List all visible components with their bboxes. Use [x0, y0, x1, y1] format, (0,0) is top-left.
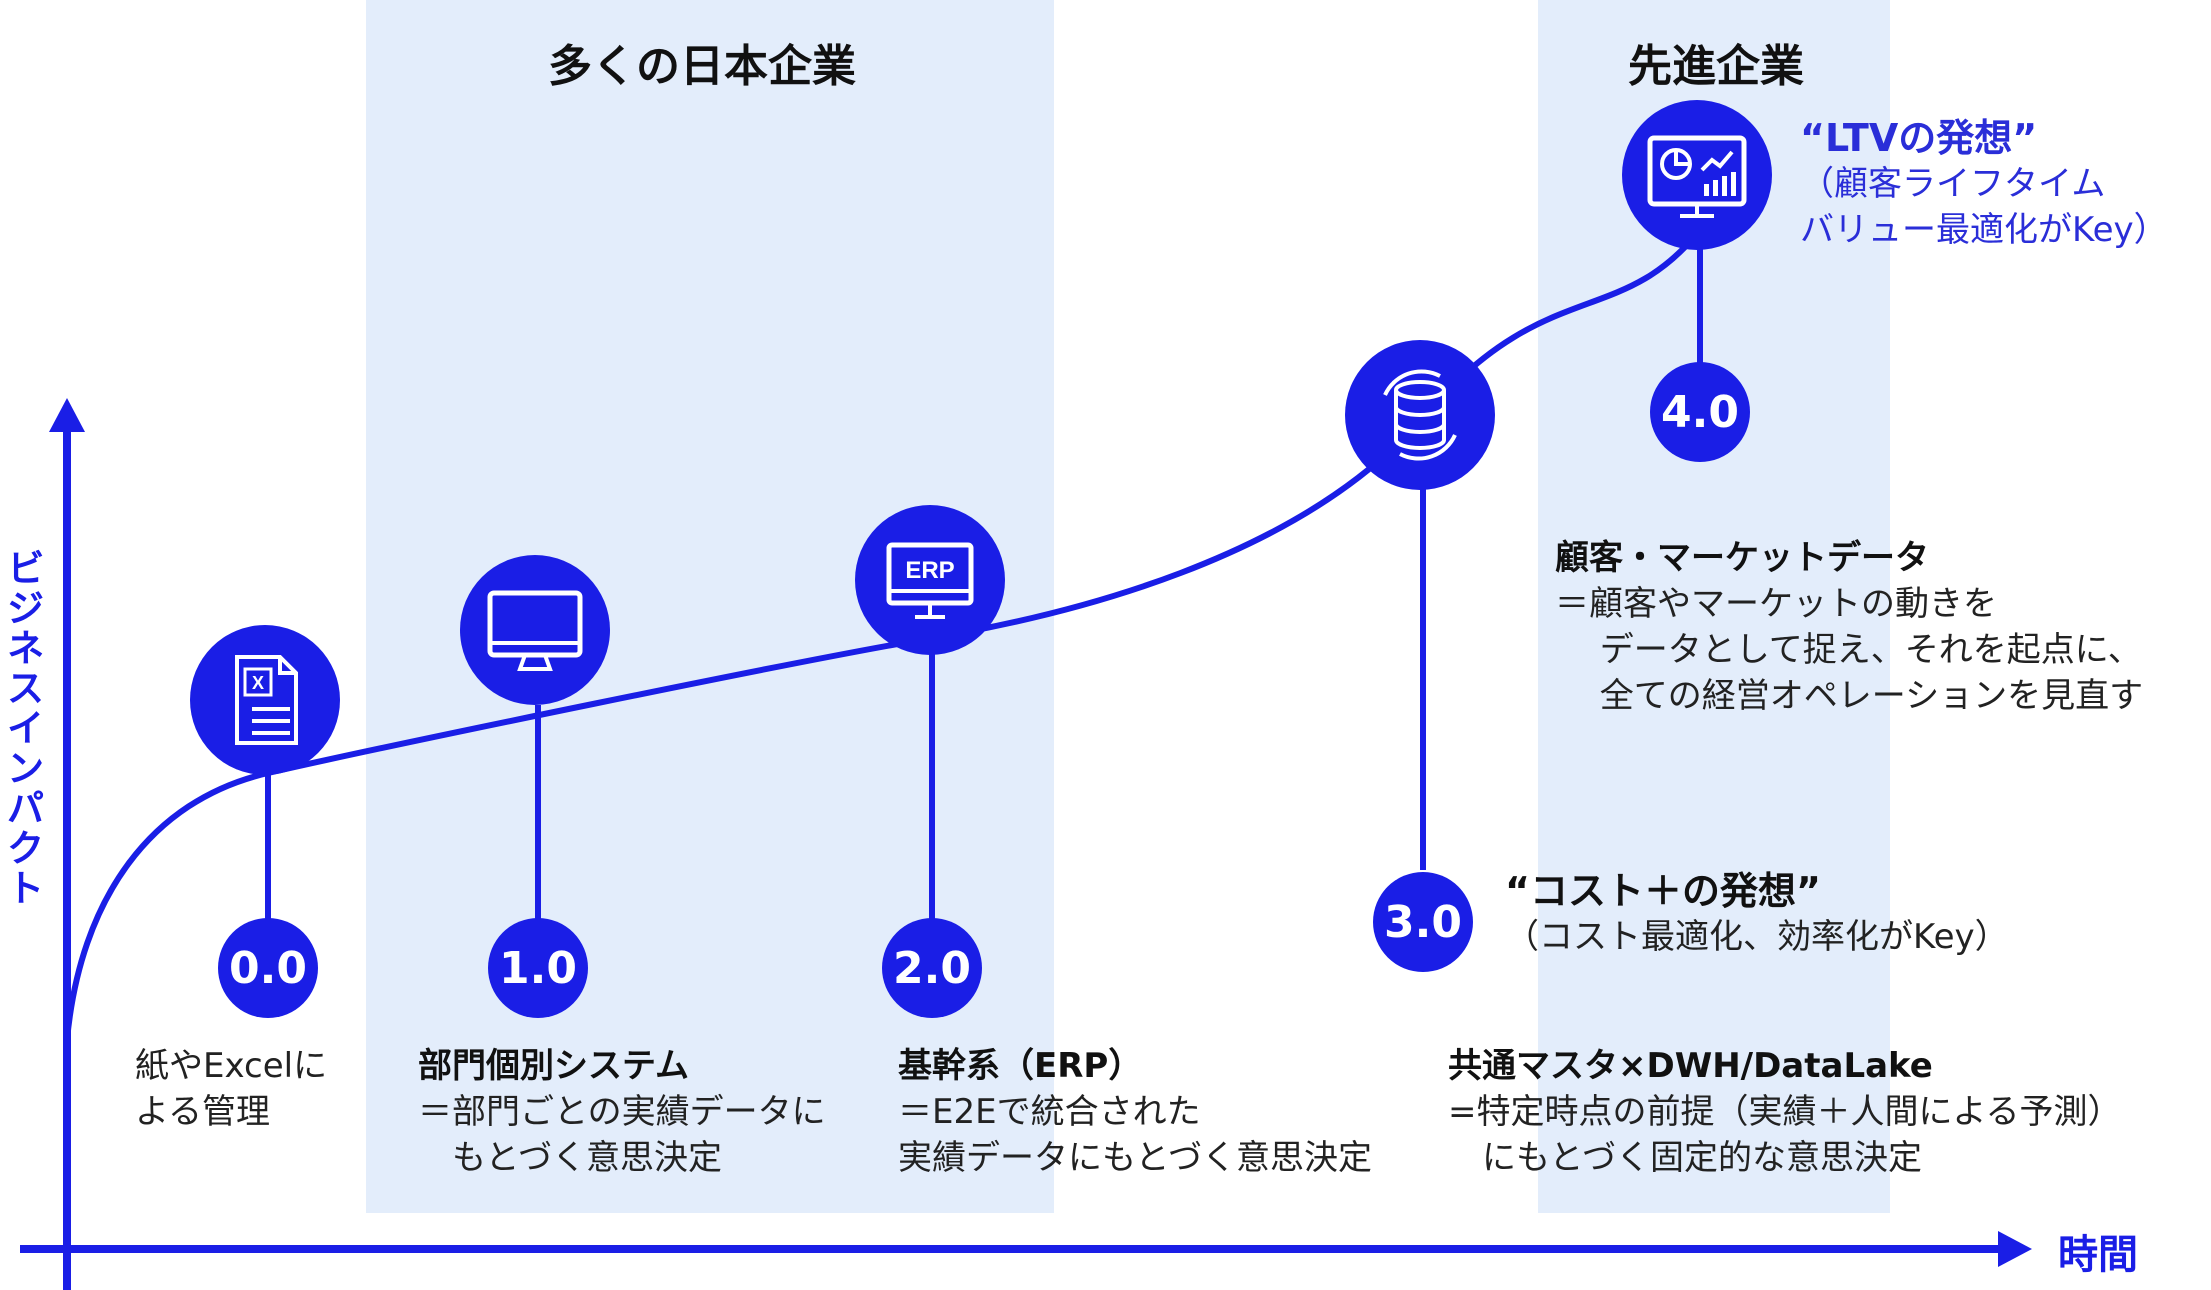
stage-2-node: ERP: [855, 505, 1005, 655]
stage-4-description: 顧客・マーケットデータ ＝顧客やマーケットの動きを データとして捉え、それを起点…: [1555, 535, 2143, 719]
stage-2-title: 基幹系（ERP）: [898, 1046, 1143, 1086]
stage-1-node: [460, 555, 610, 705]
stage-badge-3: 3.0: [1373, 872, 1473, 972]
stage-1-line-1: ＝部門ごとの実績データに: [418, 1092, 826, 1132]
stage-3-quote: “コスト＋の発想”: [1505, 869, 1821, 913]
stage-3-line-1: =特定時点の前提（実績＋人間による予測）: [1448, 1092, 2122, 1132]
stage-1-title: 部門個別システム: [418, 1046, 689, 1086]
stage-2-line-2: 実績データにもとづく意思決定: [898, 1138, 1372, 1178]
x-axis-label: 時間: [2058, 1232, 2138, 1278]
stage-3-description: 共通マスタ×DWH/DataLake =特定時点の前提（実績＋人間による予測） …: [1448, 1043, 2121, 1181]
band-title-japanese-companies: 多くの日本企業: [548, 41, 856, 92]
stage-4-line-2: データとして捉え、それを起点に、: [1555, 630, 2142, 670]
stage-3-node: [1345, 340, 1495, 490]
stage-2-line-1: ＝E2Eで統合された: [898, 1092, 1201, 1132]
monitor-icon: [487, 590, 583, 671]
band-title-advanced-companies: 先進企業: [1628, 41, 1804, 92]
stage-4-line-1: ＝顧客やマーケットの動きを: [1555, 584, 1997, 624]
y-axis-arrowhead: [49, 398, 85, 432]
stage-3-quote-block: “コスト＋の発想” （コスト最適化、効率化がKey）: [1505, 868, 2009, 960]
stage-1-line-2: もとづく意思決定: [418, 1138, 722, 1178]
stage-4-node: [1622, 100, 1772, 250]
stage-badge-4: 4.0: [1650, 362, 1750, 462]
stage-badge-2: 2.0: [882, 918, 982, 1018]
stage-badge-1: 1.0: [488, 918, 588, 1018]
database-sync-icon: [1383, 369, 1457, 461]
stage-3-quote-sub: （コスト最適化、効率化がKey）: [1505, 917, 2009, 957]
stage-4-quote-sub-1: （顧客ライフタイム: [1800, 164, 2106, 204]
stage-badge-0: 0.0: [218, 918, 318, 1018]
svg-text:X: X: [252, 673, 264, 693]
stage-4-quote-sub-2: バリュー最適化がKey）: [1800, 210, 2168, 250]
stage-1-description: 部門個別システム ＝部門ごとの実績データに もとづく意思決定: [418, 1043, 826, 1181]
stage-0-description: 紙やExcelに よる管理: [135, 1043, 327, 1135]
stage-0-node: X: [190, 625, 340, 775]
stage-4-line-3: 全ての経営オペレーションを見直す: [1555, 676, 2144, 716]
erp-monitor-icon: ERP: [886, 542, 974, 619]
stage-3-title: 共通マスタ×DWH/DataLake: [1448, 1046, 1933, 1086]
stage-3-line-2: にもとづく固定的な意思決定: [1448, 1138, 1922, 1178]
stage-2-description: 基幹系（ERP） ＝E2Eで統合された 実績データにもとづく意思決定: [898, 1043, 1372, 1181]
stage-4-quote-block: “LTVの発想” （顧客ライフタイム バリュー最適化がKey）: [1800, 115, 2168, 253]
stage-0-line-1: 紙やExcelに: [135, 1046, 328, 1086]
stage-4-quote: “LTVの発想”: [1800, 116, 2038, 160]
stage-4-title: 顧客・マーケットデータ: [1555, 538, 1929, 578]
y-axis-label: ビジネスインパクト: [0, 548, 44, 908]
stage-0-line-2: よる管理: [135, 1092, 270, 1132]
x-axis-arrowhead: [1998, 1231, 2032, 1267]
analytics-dashboard-icon: [1647, 135, 1747, 218]
excel-file-icon: X: [235, 655, 298, 745]
erp-icon-label: ERP: [905, 557, 954, 584]
